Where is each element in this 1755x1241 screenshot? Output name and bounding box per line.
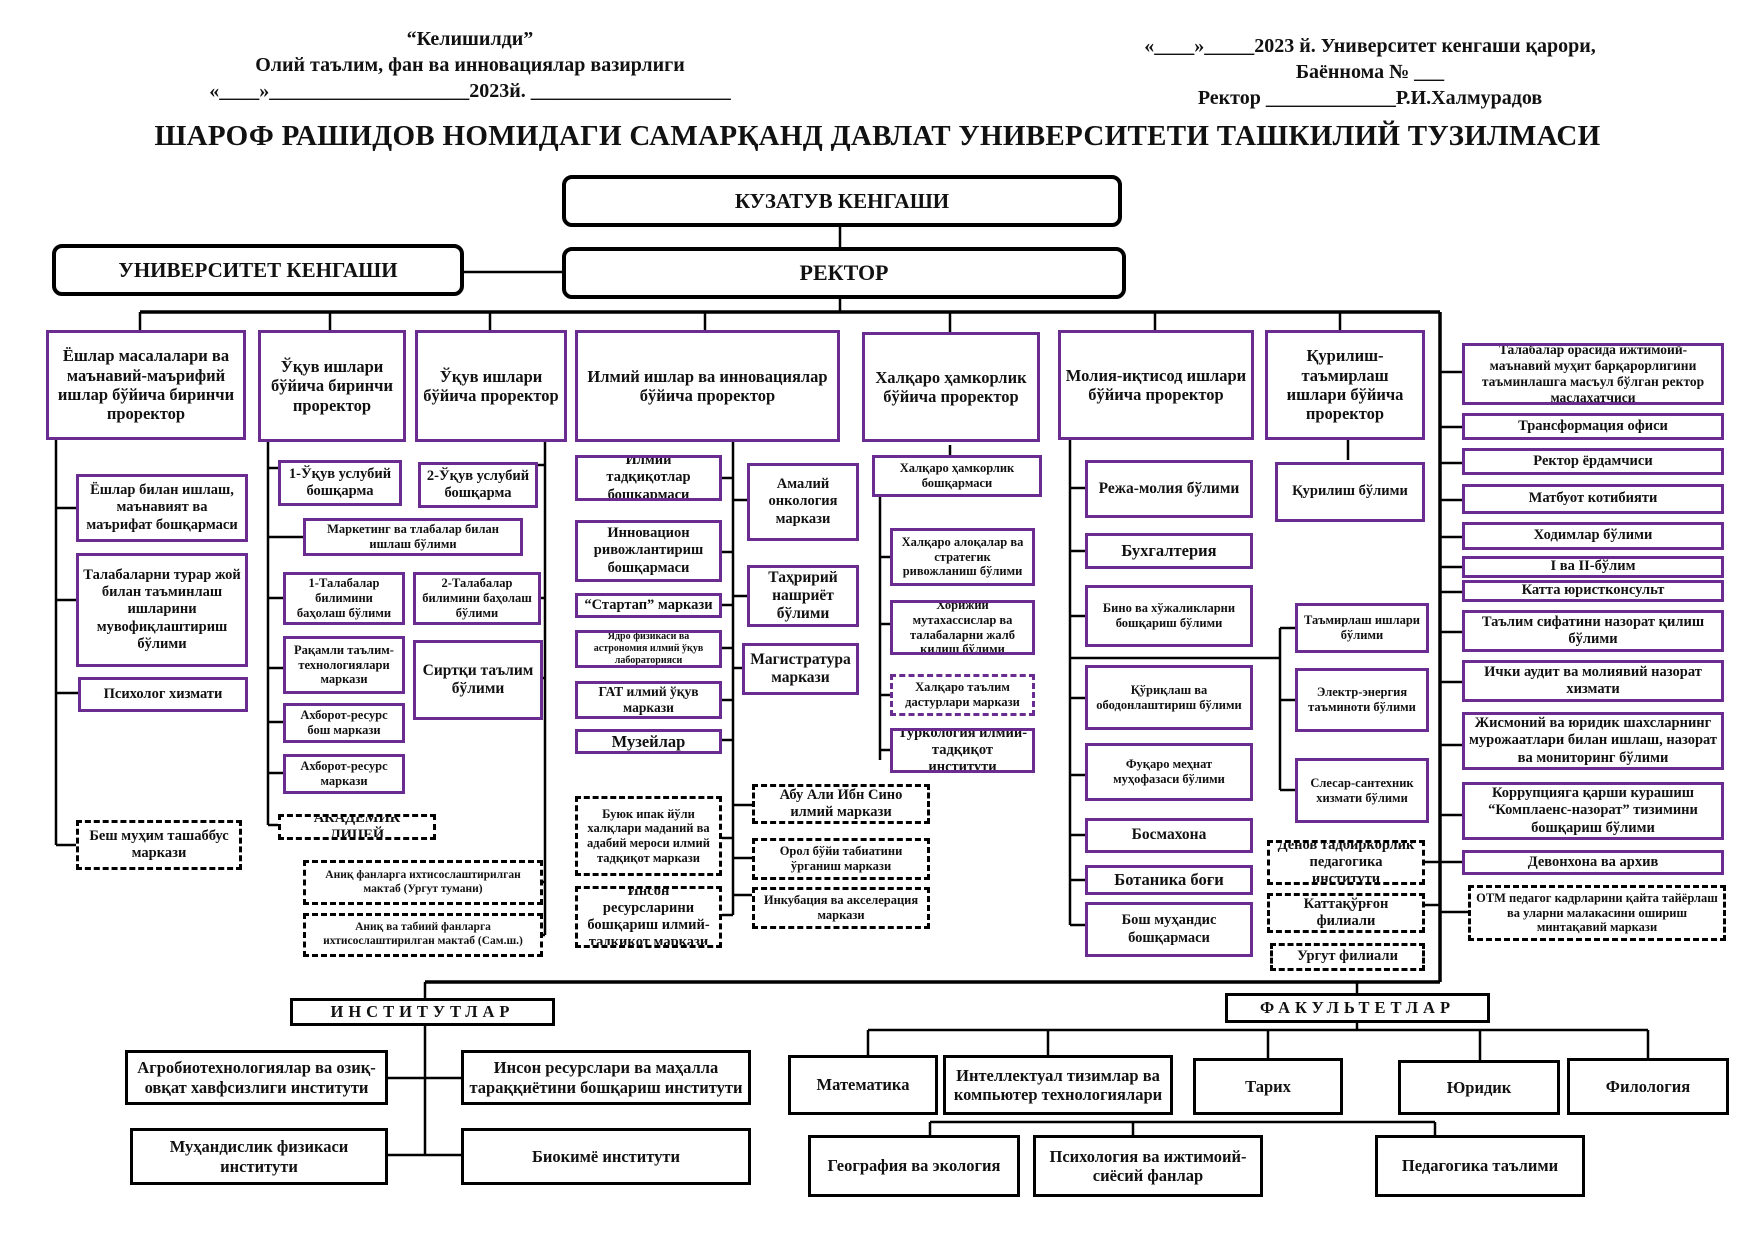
supervisory-board-box: КУЗАТУВ КЕНГАШИ — [562, 175, 1122, 227]
right-unit-anticorruption: Коррупцияга қарши курашиш “Комплаенс-наз… — [1462, 782, 1724, 840]
branch-kattakurgan: Каттақўрғон филиали — [1267, 893, 1425, 933]
prorector-intl: Халқаро ҳамкорлик бўйича проректор — [862, 332, 1040, 442]
info-resource-main: Ахборот-ресурс бош маркази — [283, 703, 405, 743]
right-unit-first-second: I ва II-бўлим — [1462, 556, 1724, 578]
intl-relations-unit: Халқаро алоқалар ва стратегик ривожланиш… — [890, 528, 1035, 586]
avicenna-center: Абу Али Ибн Сино илмий маркази — [752, 784, 930, 824]
prorector-study-first: Ўқув ишлари бўйича биринчи проректор — [258, 330, 406, 442]
aral-center: Орол бўйи табиатини ўрганиш маркази — [752, 838, 930, 880]
faculty-mathematics: Математика — [788, 1055, 938, 1115]
right-unit-advisor: Талабалар орасида ижтимоий-маънавий муҳи… — [1462, 343, 1724, 405]
right-unit-assistant: Ректор ёрдамчиси — [1462, 448, 1724, 475]
page-title: ШАРОФ РАШИДОВ НОМИДАГИ САМАРҚАНД ДАВЛАТ … — [154, 120, 1601, 152]
finance-unit-plan: Режа-молия бўлими — [1085, 460, 1253, 518]
innovation-dept: Инновацион ривожлантириш бошқармаси — [575, 520, 722, 582]
branch-urgut: Ургут филиали — [1270, 943, 1425, 971]
intl-programs-center: Халқаро таълим дастурлари маркази — [890, 674, 1035, 716]
institutes-header: ИНСТИТУТЛАР — [290, 998, 555, 1026]
masters-center: Магистратура маркази — [742, 643, 859, 695]
institute-human-resources: Инсон ресурслари ва маҳалла тараққиётини… — [461, 1050, 751, 1105]
youth-unit-4: Беш муҳим ташаббус маркази — [76, 820, 242, 870]
hr-research-center: Инсон ресурсларини бошқариш илмий-тадқиқ… — [575, 886, 722, 948]
research-dept: Илмий тадқиқотлар бошқармаси — [575, 455, 722, 501]
right-unit-appeals: Жисмоний ва юридик шахсларнинг мурожаатл… — [1462, 712, 1724, 770]
institute-biochemistry: Биокимё институти — [461, 1128, 751, 1185]
prorector-study: Ўқув ишлари бўйича проректор — [415, 330, 567, 442]
digital-tech-center: Рақамли таълим-технологиялари маркази — [283, 636, 405, 694]
construction-unit: Қурилиш бўлими — [1275, 462, 1425, 522]
branch-denov: Денов тадбиркорлик педагогика институти — [1267, 840, 1425, 885]
editorial-dept: Таҳририй нашриёт бўлими — [747, 565, 859, 627]
approval-left-line2: Олий таълим, фан ва инновациялар вазирли… — [255, 54, 685, 76]
institute-engineering-physics: Муҳандислик физикаси институти — [130, 1128, 388, 1185]
oncology-center: Амалий онкология маркази — [747, 463, 859, 541]
foreign-specialists-unit: Хорижий мутахассислар ва талабаларни жал… — [890, 600, 1035, 655]
repair-unit: Таъмирлаш ишлари бўлими — [1295, 603, 1429, 653]
university-council-box: УНИВЕРСИТЕТ КЕНГАШИ — [52, 244, 464, 296]
faculty-intellectual-systems: Интеллектуал тизимлар ва компьютер техно… — [943, 1055, 1173, 1115]
finance-unit-labor: Фуқаро меҳнат муҳофазаси бўлими — [1085, 743, 1253, 801]
prorector-youth: Ёшлар масалалари ва маънавий-маърифий иш… — [46, 330, 246, 440]
right-unit-legal: Катта юристконсульт — [1462, 580, 1724, 602]
incubation-center: Инкубация ва акселерация маркази — [752, 887, 930, 929]
study-dept-2: 2-Ўқув услубий бошқарма — [418, 462, 538, 508]
faculty-geography: География ва экология — [808, 1135, 1020, 1197]
prorector-finance: Молия-иқтисод ишлари бўйича проректор — [1058, 330, 1254, 440]
prorector-construction: Қурилиш-таъмирлаш ишлари бўйича проректо… — [1265, 330, 1425, 440]
approval-right-line2: Баённома № ___ — [1295, 61, 1445, 83]
distance-education: Сиртқи таълим бўлими — [413, 640, 543, 720]
faculty-history: Тарих — [1193, 1058, 1343, 1115]
faculty-philology: Филология — [1567, 1058, 1729, 1115]
assess-unit-2: 2-Талабалар билимини баҳолаш бўлими — [413, 572, 541, 625]
finance-unit-printing: Босмахона — [1085, 818, 1253, 853]
finance-unit-buildings: Бино ва хўжаликларни бошқариш бўлими — [1085, 585, 1253, 647]
assess-unit-1: 1-Талабалар билимини баҳолаш бўлими — [283, 572, 405, 625]
finance-unit-security: Қўриқлаш ва ободонлаштириш бўлими — [1085, 665, 1253, 730]
intl-cooperation-dept: Халқаро ҳамкорлик бошқармаси — [872, 455, 1042, 497]
right-unit-audit: Ички аудит ва молиявий назорат хизмати — [1462, 660, 1724, 702]
youth-unit-3: Психолог хизмати — [78, 677, 248, 712]
info-resource-center: Ахборот-ресурс маркази — [283, 754, 405, 794]
approval-left-line1: “Келишилди” — [406, 28, 534, 50]
approval-right-line1: «____»_____2023 й. Университет кенгаши қ… — [1144, 35, 1596, 57]
approval-header-right: «____»_____2023 й. Университет кенгаши қ… — [1090, 33, 1650, 111]
right-unit-press: Матбуот котибияти — [1462, 484, 1724, 514]
faculty-law: Юридик — [1398, 1060, 1560, 1115]
faculty-pedagogy: Педагогика таълими — [1375, 1135, 1585, 1197]
nuclear-lab: Ядро физикаси ва астрономия илмий ўқув л… — [575, 630, 722, 668]
prorector-science: Илмий ишлар ва инновациялар бўйича проре… — [575, 330, 840, 442]
right-unit-personnel: Ходимлар бўлими — [1462, 522, 1724, 550]
silk-road-center: Буюк ипак йўли халқлари маданий ва адаби… — [575, 796, 722, 876]
finance-unit-chief-engineer: Бош муҳандис бошқармаси — [1085, 902, 1253, 957]
startup-center: “Стартап” маркази — [575, 593, 722, 618]
right-unit-archive: Девонхона ва архив — [1462, 850, 1724, 875]
plumbing-unit: Слесар-сантехник хизмати бўлими — [1295, 758, 1429, 823]
right-unit-transformation: Трансформация офиси — [1462, 413, 1724, 440]
right-unit-quality: Таълим сифатини назорат қилиш бўлими — [1462, 610, 1724, 652]
faculty-psychology: Психология ва ижтимоий-сиёсий фанлар — [1033, 1135, 1263, 1197]
approval-header-left: “Келишилди” Олий таълим, фан ва инноваци… — [190, 26, 750, 104]
academic-lyceum: АКАДЕМИК ЛИЦЕЙ — [278, 814, 436, 840]
marketing-unit: Маркетинг ва тлабалар билан ишлаш бўлими — [303, 518, 523, 556]
study-dept-1: 1-Ўқув услубий бошқарма — [278, 460, 402, 506]
approval-left-line3: «____»____________________2023й. _______… — [209, 80, 731, 102]
faculties-header: ФАКУЛЬТЕТЛАР — [1225, 993, 1490, 1023]
specialized-school-urgut: Аниқ фанларга ихтисослаштирилган мактаб … — [303, 860, 543, 905]
finance-unit-accounting: Бухгалтерия — [1085, 533, 1253, 569]
electric-unit: Электр-энергия таъминоти бўлими — [1295, 668, 1429, 732]
specialized-school-samarkand: Аниқ ва табиий фанларга ихтисослаштирилг… — [303, 913, 543, 957]
rector-box: РЕКТОР — [562, 247, 1126, 299]
youth-unit-2: Талабаларни турар жой билан таъминлаш иш… — [76, 553, 248, 667]
turkology-institute: Туркология илмий-тадқиқот институти — [890, 728, 1035, 773]
gat-center: ГАТ илмий ўқув маркази — [575, 681, 722, 719]
approval-right-line3: Ректор _____________Р.И.Халмурадов — [1197, 87, 1543, 109]
right-unit-retraining: ОТМ педагог кадрларини қайта тайёрлаш ва… — [1468, 885, 1726, 941]
finance-unit-botanical: Ботаника боғи — [1085, 865, 1253, 895]
museums: Музейлар — [575, 729, 722, 754]
institute-agrobio: Агробиотехнологиялар ва озиқ-овқат хавфс… — [125, 1050, 388, 1105]
youth-unit-1: Ёшлар билан ишлаш, маънавият ва маърифат… — [76, 474, 248, 542]
